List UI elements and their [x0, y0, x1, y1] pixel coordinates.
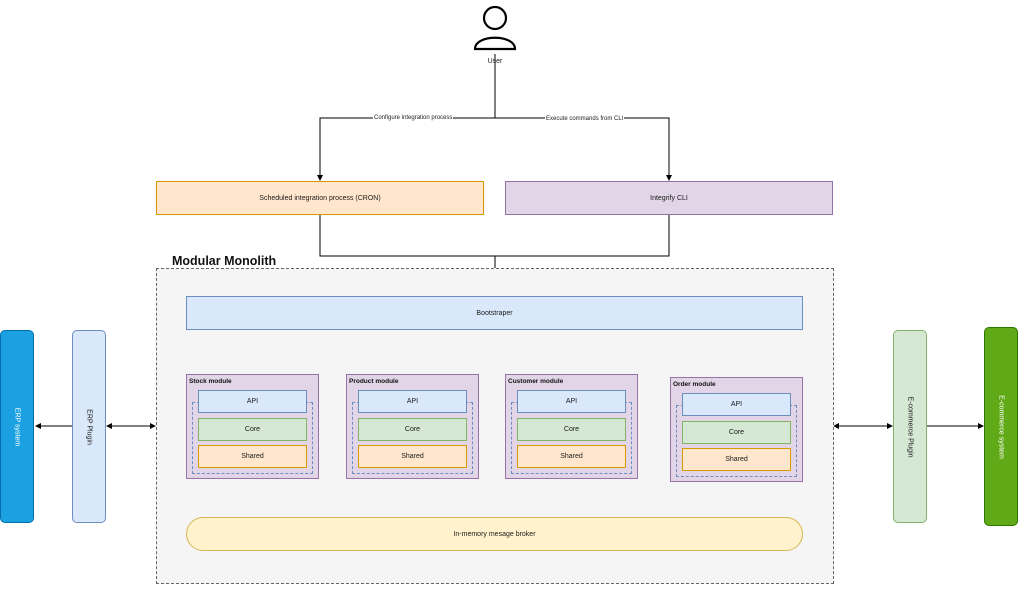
broker-label: In-memory mesage broker [453, 530, 536, 538]
ecommerce-plugin-label: E-commerce Plugin [906, 395, 914, 458]
module-shared[interactable]: Shared [358, 445, 467, 468]
edge-user-to-cron [317, 117, 495, 181]
cron-box[interactable]: Scheduled integration process (CRON) [156, 181, 484, 215]
module-api[interactable]: API [682, 393, 791, 416]
edge-label-configure: Configure integration process [373, 114, 454, 122]
module-order[interactable]: Order module API Core Shared [670, 377, 803, 482]
cron-label: Scheduled integration process (CRON) [259, 194, 381, 202]
bootstrapper-box[interactable]: Bootstraper [186, 296, 803, 330]
module-core[interactable]: Core [358, 418, 467, 441]
module-title: Order module [673, 381, 716, 388]
user-label: User [487, 58, 503, 65]
message-broker[interactable]: In-memory mesage broker [186, 517, 803, 551]
module-title: Product module [349, 378, 399, 385]
module-core[interactable]: Core [517, 418, 626, 441]
erp-plugin-label: ERP Plugin [85, 408, 93, 445]
module-product[interactable]: Product module API Core Shared [346, 374, 479, 479]
module-shared[interactable]: Shared [517, 445, 626, 468]
module-api[interactable]: API [517, 390, 626, 413]
user-actor [469, 0, 521, 56]
erp-system-label: ERP system [13, 407, 21, 446]
user-icon [469, 0, 521, 54]
module-customer[interactable]: Customer module API Core Shared [505, 374, 638, 479]
ecommerce-plugin[interactable]: E-commerce Plugin [893, 330, 927, 523]
module-stock[interactable]: Stock module API Core Shared [186, 374, 319, 479]
bootstrapper-label: Bootstraper [476, 309, 513, 317]
edge-cron-merge [319, 215, 670, 257]
edge-user-to-cli [495, 117, 672, 181]
module-api[interactable]: API [358, 390, 467, 413]
cli-box[interactable]: Integrify CLI [505, 181, 833, 215]
ecommerce-system[interactable]: E-commerce system [984, 327, 1018, 526]
module-core[interactable]: Core [682, 421, 791, 444]
edge-label-execute: Execute commands from CLI [545, 115, 625, 123]
cli-label: Integrify CLI [650, 194, 688, 202]
module-core[interactable]: Core [198, 418, 307, 441]
module-api[interactable]: API [198, 390, 307, 413]
module-shared[interactable]: Shared [682, 448, 791, 471]
module-title: Customer module [508, 378, 564, 385]
erp-plugin[interactable]: ERP Plugin [72, 330, 106, 523]
monolith-title: Modular Monolith [172, 254, 277, 268]
module-shared[interactable]: Shared [198, 445, 307, 468]
module-title: Stock module [189, 378, 232, 385]
erp-system[interactable]: ERP system [0, 330, 34, 523]
ecommerce-system-label: E-commerce system [997, 394, 1005, 459]
